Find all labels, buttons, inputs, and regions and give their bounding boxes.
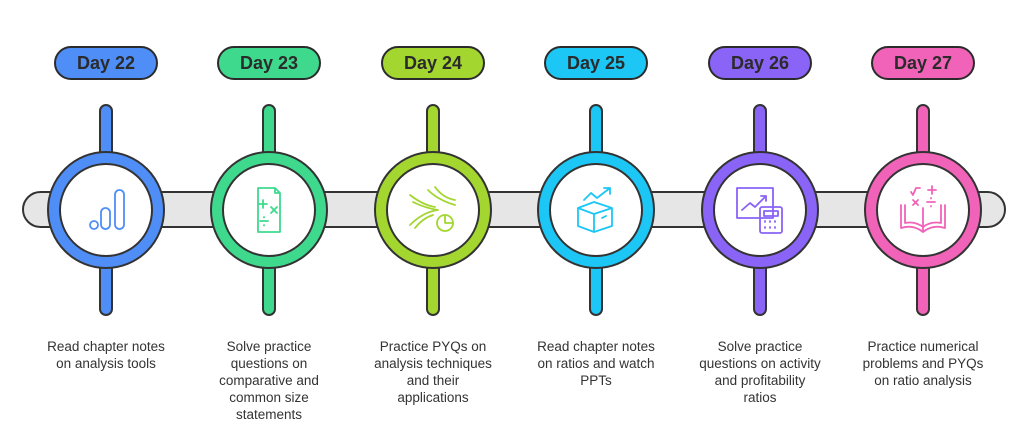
timeline-node-3 [374,104,492,316]
step-description: Solve practice questions on comparative an… [189,338,349,423]
day-label: Day 22 [54,46,158,80]
timeline-node-2 [210,104,328,316]
math-book-icon [900,185,946,233]
day-label: Day 25 [544,46,648,80]
description-line: PPTs [580,373,612,388]
description-line: Solve practice [226,339,312,354]
timeline-node-6 [864,104,982,316]
description-line: Read chapter notes [537,339,655,354]
description-line: Practice PYQs on [379,339,487,354]
description-line: problems and PYQs [862,356,984,371]
node-inner [222,163,316,257]
description-line: and their [406,373,460,388]
step-description: Solve practice questions on activity and p… [680,338,840,406]
step-description: Read chapter notes on analysis tools [26,338,186,372]
description-line: ratios [743,390,777,405]
data-flow-pie-icon [409,186,456,232]
node-inner [549,163,643,257]
description-line: statements [235,407,303,422]
bar-chart-icon [89,189,125,230]
description-line: Practice numerical [867,339,979,354]
description-line: common size [229,390,309,405]
day-label: Day 27 [871,46,975,80]
step-description: Practice numerical problems and PYQs on ra… [843,338,1003,389]
description-line: and profitability [714,373,806,388]
timeline-node-5 [701,104,819,316]
day-label: Day 24 [381,46,485,80]
growth-box-icon [577,187,613,233]
timeline-bar [22,191,1006,228]
description-line: on ratio analysis [874,373,972,388]
chart-calculator-icon [736,187,783,234]
description-line: applications [397,390,469,405]
description-line: analysis techniques [374,356,492,371]
description-line: on ratios and watch [537,356,655,371]
day-label: Day 23 [217,46,321,80]
description-line: on analysis tools [56,356,156,371]
description-line: questions on activity [699,356,821,371]
timeline-node-1 [47,104,165,316]
math-document-icon [257,187,281,233]
description-line: Read chapter notes [47,339,165,354]
description-line: questions on [230,356,308,371]
description-line: comparative and [219,373,319,388]
description-line: Solve practice [717,339,803,354]
node-inner [386,163,480,257]
timeline-node-4 [537,104,655,316]
node-inner [59,163,153,257]
day-label: Day 26 [708,46,812,80]
step-description: Practice PYQs on analysis techniques and t… [353,338,513,406]
